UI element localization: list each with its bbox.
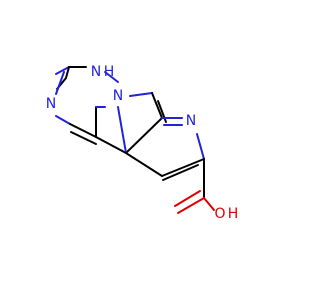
bond-ch-n [55,71,65,95]
bond-ch-nh [65,66,70,79]
bond-nh-nbridge [104,71,119,83]
bond-ch-c [69,123,97,138]
bond-n-ch [55,115,71,125]
atom-h-hydroxyl: H [228,206,239,222]
bond-c-c-central-left [95,136,127,154]
bonds [55,66,215,214]
bond-c-o-double [177,197,205,214]
bond-nbridge-ch [129,92,153,97]
atom-n-pyrrole: N [186,113,196,129]
bond-c-c-central-bottom [125,117,163,154]
molecule-structure: N H N N N O H [46,64,239,222]
bond-c-ch-bottom-double [162,164,199,181]
atom-h-nh: H [104,64,115,80]
bond-c-ch-bottom [161,158,205,177]
atom-o-hydroxyl: O [214,206,225,222]
atom-labels: N H N N N O H [46,64,239,222]
atom-n-nh: N [91,64,101,80]
bond-ch-c-double [70,131,97,145]
bond-c-oh [203,197,215,211]
bond-n-c-carboxyl [196,133,205,160]
bond-c-o-double-2 [174,190,201,207]
bond-ch-c-fusion [125,152,163,177]
atom-n-bridge: N [113,88,123,104]
bond-nbridge-c [117,106,127,154]
atom-n-triazine: N [46,96,56,112]
bond-nh-ch [55,66,70,75]
structure-canvas: N H N N N O H [46,64,239,222]
bond-ch-c-central [151,92,163,119]
